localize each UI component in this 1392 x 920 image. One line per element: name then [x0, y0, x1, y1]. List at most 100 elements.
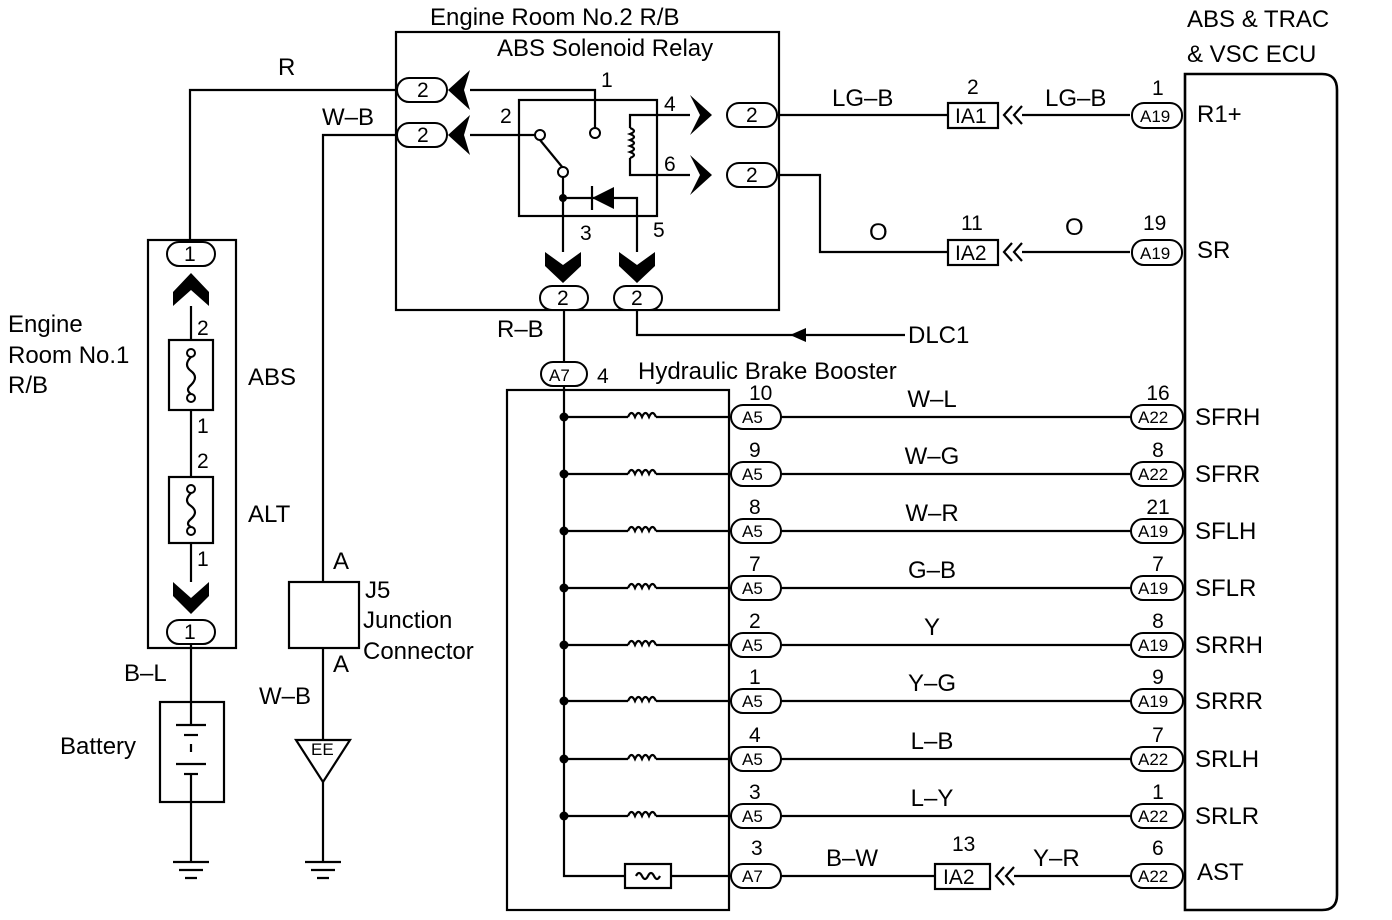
- svg-text:6: 6: [1152, 837, 1164, 860]
- booster-connector-label: A5: [742, 692, 763, 711]
- ecu-connector-label: A19: [1138, 636, 1168, 655]
- hydraulic-brake-booster-box: [505, 388, 731, 912]
- connector-a7-top: A7: [540, 361, 588, 387]
- relay-connector-r: 2: [396, 77, 448, 103]
- ecu-terminal-label: SFLR: [1195, 575, 1256, 602]
- svg-text:IA2: IA2: [943, 866, 975, 889]
- svg-text:1: 1: [184, 621, 196, 644]
- wire-label-r-b: R–B: [497, 316, 544, 343]
- solenoid-coil-icon: [626, 639, 658, 648]
- resistor-icon: [635, 871, 661, 881]
- connector-chevron-icon: [173, 582, 209, 614]
- svg-text:2: 2: [417, 79, 429, 102]
- svg-text:A22: A22: [1138, 867, 1168, 886]
- abs-fuse-label: ABS: [248, 364, 296, 391]
- relay-connector-pin4: 2: [726, 102, 778, 128]
- engine-room-no2-box: [394, 30, 781, 312]
- solenoid-coil-icon: [626, 525, 658, 534]
- relay-connector-pin3: 2: [539, 285, 589, 311]
- solenoid-coil-icon: [626, 468, 658, 477]
- wire-label-lg-b-right: LG–B: [1045, 85, 1106, 112]
- booster-connector-label: A5: [742, 522, 763, 541]
- ecu-connector-sr: A19 19: [1131, 212, 1183, 266]
- wire-label-y-r: Y–R: [1033, 845, 1080, 872]
- relay-pin1-line: [470, 88, 597, 128]
- hydraulic-brake-booster-label: Hydraulic Brake Booster: [638, 358, 897, 385]
- arrow-icon: [790, 328, 806, 342]
- rb1-connector-top: 1: [166, 241, 216, 267]
- solenoid-coil-icon: [626, 810, 658, 819]
- abs-fuse-icon: [185, 356, 197, 395]
- booster-pin: 4: [749, 724, 761, 747]
- ecu-connector-ast: A22 6: [1130, 837, 1184, 889]
- svg-text:1: 1: [184, 243, 196, 266]
- ecu-terminal-label: SFRH: [1195, 404, 1260, 431]
- relay-pin-4: 4: [664, 93, 676, 116]
- ecu-connector: [1130, 461, 1184, 487]
- wire-label-b-l: B–L: [124, 660, 167, 687]
- ecu-pin: 8: [1152, 610, 1164, 633]
- booster-pin: 8: [749, 496, 761, 519]
- wire-o-left: [777, 173, 948, 254]
- svg-text:13: 13: [952, 833, 975, 856]
- connector-ia2-sr: IA2 11: [946, 212, 1000, 267]
- a7-pin-4: 4: [597, 365, 609, 388]
- ecu-pin: 8: [1152, 439, 1164, 462]
- engine-room-no1-label-3: R/B: [8, 372, 48, 399]
- wire-color-label: G–B: [908, 557, 956, 584]
- ecu-terminal-label: SRRH: [1195, 632, 1263, 659]
- wire-color-label: L–Y: [911, 785, 954, 812]
- relay-connector-pin5: 2: [613, 285, 663, 311]
- alt-fuse-pin-top: 2: [197, 450, 209, 473]
- j5-label-1: J5: [365, 577, 390, 604]
- svg-text:A7: A7: [742, 867, 763, 886]
- booster-connector-label: A5: [742, 465, 763, 484]
- abs-fuse-pin-bottom: 1: [197, 415, 209, 438]
- booster-connector-label: A5: [742, 807, 763, 826]
- connector-ia1: IA1 2: [946, 76, 1000, 130]
- wire-color-label: W–L: [907, 386, 956, 413]
- booster-connector-label: A5: [742, 408, 763, 427]
- svg-text:19: 19: [1143, 212, 1166, 235]
- relay-connector-pin6: 2: [726, 162, 778, 188]
- ecu-connector: [1130, 632, 1184, 658]
- ecu-terminal-r1: R1+: [1197, 101, 1242, 128]
- relay-pin-5: 5: [653, 219, 665, 242]
- ecu-connector-label: A22: [1138, 807, 1168, 826]
- ecu-connector: [1130, 404, 1184, 430]
- ground-icon: [173, 860, 209, 880]
- connector-chevron-icon: [448, 115, 470, 155]
- relay-pin-6: 6: [664, 153, 676, 176]
- relay-connector-w-b: 2: [396, 122, 448, 148]
- engine-room-no1-label-1: Engine: [8, 311, 83, 338]
- ecu-label-line2: & VSC ECU: [1187, 41, 1316, 68]
- svg-text:2: 2: [557, 287, 569, 310]
- ecu-pin: 1: [1152, 781, 1164, 804]
- wire-w-b-top: [321, 133, 397, 582]
- ecu-connector-label: A22: [1138, 408, 1168, 427]
- rb1-connector-bottom: 1: [166, 619, 216, 645]
- connector-chevron-icon: [690, 95, 712, 135]
- relay-contact-fixed: [589, 127, 601, 139]
- booster-connector-label: A5: [742, 636, 763, 655]
- dlc1-label: DLC1: [908, 322, 969, 349]
- svg-text:2: 2: [417, 124, 429, 147]
- diode-icon: [592, 187, 614, 209]
- booster-pin: 10: [749, 382, 772, 405]
- relay-diode-line: [563, 196, 639, 252]
- ecu-connector-label: A19: [1138, 692, 1168, 711]
- engine-room-no1-label-2: Room No.1: [8, 342, 129, 369]
- svg-text:2: 2: [631, 287, 643, 310]
- ground-icon: [305, 860, 341, 880]
- svg-text:IA1: IA1: [955, 105, 987, 128]
- ecu-terminal-label: SRLH: [1195, 746, 1259, 773]
- wire-color-label: W–R: [905, 500, 958, 527]
- j5-pin-top: A: [333, 548, 349, 575]
- svg-text:IA2: IA2: [955, 242, 987, 265]
- connector-chevron-icon: [545, 252, 581, 283]
